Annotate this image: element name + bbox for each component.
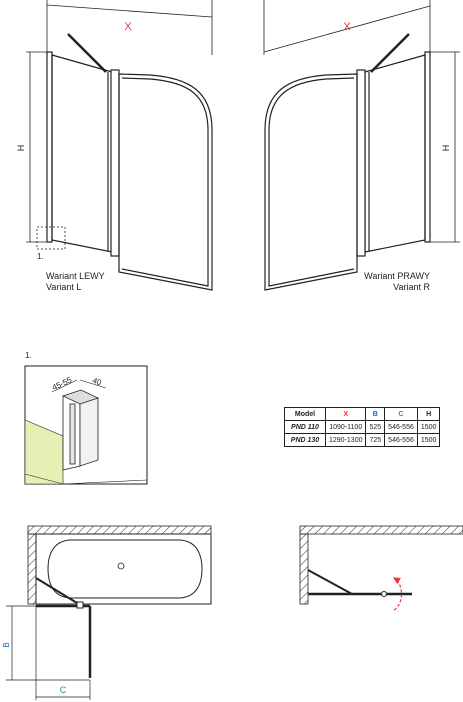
spec-header-b: B: [365, 407, 386, 421]
swing-glass-panel-right: [264, 73, 358, 291]
spec-table: Model X B C H PND 110 1090-1100 525 546-…: [284, 407, 441, 447]
dimension-h-left: [26, 51, 48, 243]
hinge-profile-right: [356, 69, 366, 257]
stabilizer-bar-left: [67, 33, 107, 73]
spec-cell-h: 1500: [416, 433, 441, 447]
dimension-x-label-left: X: [124, 21, 132, 33]
spec-cell-model: PND 110: [284, 420, 326, 434]
table-row: PND 130 1290-1300 725 546-556 1500: [284, 433, 441, 447]
detail-floor-line: [24, 473, 148, 485]
fixed-glass-panel-left: [51, 54, 113, 253]
spec-header-h: H: [416, 407, 441, 421]
detail-title: 1.: [25, 351, 32, 360]
variant-right-line1: Wariant PRAWY: [364, 271, 430, 281]
wall-profile-right: [424, 51, 431, 243]
detail-width-label: 40: [91, 376, 103, 388]
fixed-glass-panel-right: [364, 54, 426, 253]
dimension-c-label: C: [60, 685, 67, 695]
detail-profile: [61, 389, 100, 471]
detail-dimension-lines: [51, 379, 107, 393]
swing-wall-left: [299, 533, 309, 605]
spec-header-model: Model: [284, 407, 326, 421]
spec-header-row: Model X B C H: [284, 407, 441, 421]
spec-cell-x: 1090-1100: [324, 420, 367, 434]
dimension-x-label-right: X: [343, 21, 351, 33]
swing-hinge-point: [381, 591, 387, 597]
dimension-x-right: [263, 0, 431, 55]
plan-stabilizer-bar: [35, 577, 83, 607]
front-view-left: X H 1.: [16, 0, 213, 291]
stabilizer-bar-right: [370, 33, 410, 73]
bathtub-basin: [47, 539, 203, 599]
spec-header-c: C: [384, 407, 418, 421]
dimension-b-label: B: [2, 642, 11, 647]
bathtub-drain: [117, 562, 125, 570]
spec-cell-model: PND 130: [284, 433, 326, 447]
hinge-profile-left: [110, 69, 120, 257]
swing-glass-panel-left: [118, 73, 213, 291]
detail-view: 1. 45-55 40: [24, 351, 148, 485]
front-view-right: X H: [263, 0, 460, 291]
spec-cell-h: 1500: [416, 420, 441, 434]
table-row: PND 110 1090-1100 525 546-556 1500: [284, 420, 441, 434]
dimension-b: [6, 605, 90, 681]
plan-hinge: [76, 601, 84, 609]
detail-marker-label: 1.: [37, 252, 44, 261]
spec-cell-c: 546-556: [384, 420, 418, 434]
spec-cell-c: 546-556: [384, 433, 418, 447]
swing-stabilizer-bar: [307, 569, 353, 595]
detail-marker-box: [36, 226, 66, 250]
plan-wall-left: [27, 533, 37, 605]
variant-left-line1: Wariant LEWY: [46, 271, 105, 281]
wall-profile-left: [46, 51, 53, 243]
dimension-c: [35, 606, 91, 700]
rotation-arrow-icon: [392, 577, 403, 611]
spec-cell-x: 1290-1300: [324, 433, 367, 447]
plan-wall-top: [27, 525, 212, 535]
variant-left-caption: Wariant LEWY Variant L: [46, 271, 105, 293]
spec-cell-b: 725: [365, 433, 386, 447]
dimension-h-right: [428, 51, 460, 243]
variant-right-line2: Variant R: [393, 282, 430, 292]
swing-wall-top: [299, 525, 463, 535]
dimension-h-label-right: H: [441, 145, 451, 152]
dimension-h-label-left: H: [16, 145, 26, 152]
dimension-x-left: [46, 0, 213, 55]
plan-view-swing: [299, 525, 463, 611]
variant-right-caption: Wariant PRAWY Variant R: [356, 271, 430, 293]
spec-header-x: X: [324, 407, 367, 421]
plan-view-bath: B C: [2, 525, 212, 700]
variant-left-line2: Variant L: [46, 282, 82, 292]
spec-cell-b: 525: [365, 420, 386, 434]
